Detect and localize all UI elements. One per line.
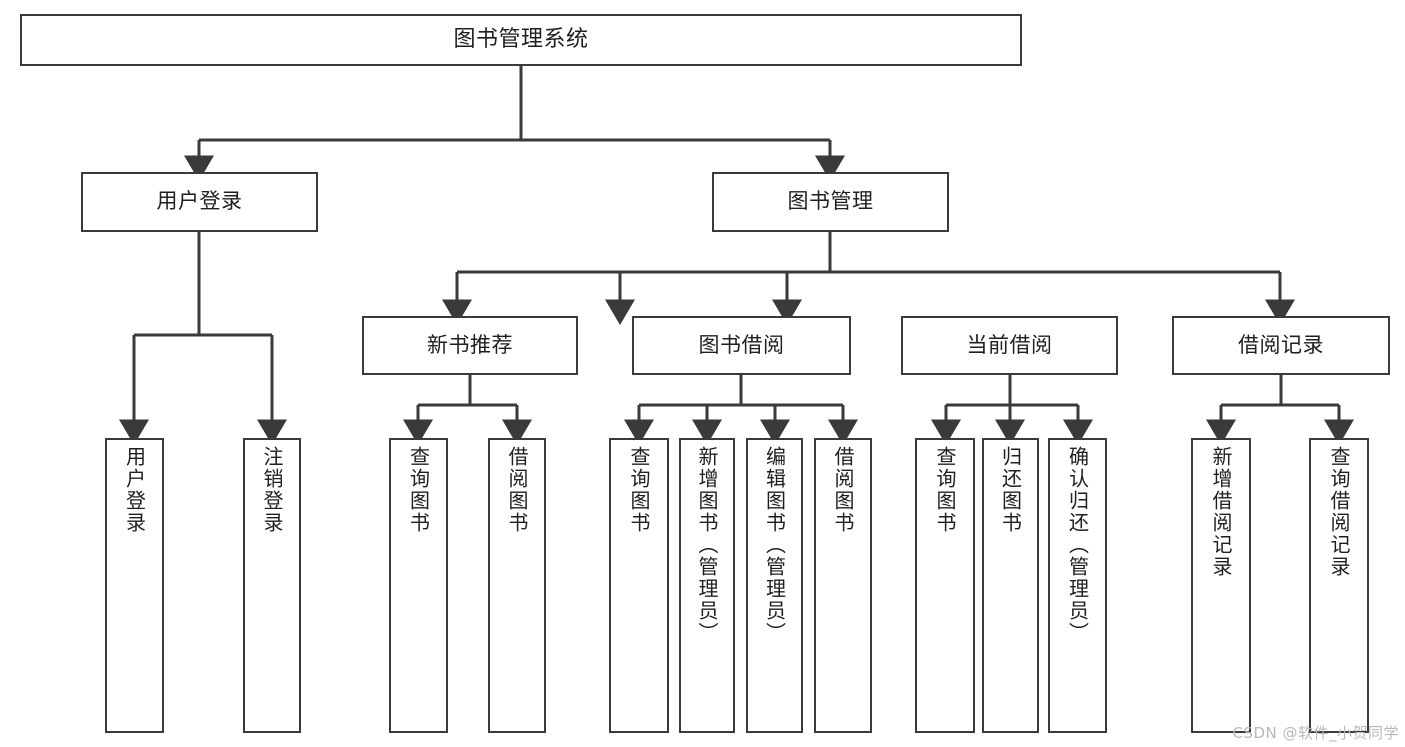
node-label: 用户登录 [122, 446, 147, 534]
leaf-add-book-admin[interactable]: 新增图书（管理员） [679, 438, 735, 733]
node-label: 新增借阅记录 [1209, 446, 1233, 578]
node-label: 新书推荐 [427, 332, 513, 357]
leaf-return-book[interactable]: 归还图书 [982, 438, 1039, 733]
node-label: 编辑图书（管理员） [762, 446, 787, 644]
leaf-confirm-return-admin[interactable]: 确认归还（管理员） [1048, 438, 1107, 733]
node-user-login[interactable]: 用户登录 [81, 172, 318, 232]
node-label: 查询图书 [933, 446, 957, 534]
leaf-query-book-current[interactable]: 查询图书 [915, 438, 975, 733]
node-book-borrow[interactable]: 图书借阅 [632, 316, 851, 375]
node-label: 图书管理系统 [453, 26, 589, 52]
leaf-query-book-borrow[interactable]: 查询图书 [609, 438, 669, 733]
watermark-text: CSDN @软件_小贺同学 [1232, 724, 1399, 742]
node-label: 图书借阅 [698, 332, 785, 357]
node-label: 用户登录 [156, 189, 243, 214]
node-borrow-records[interactable]: 借阅记录 [1172, 316, 1390, 375]
node-label: 查询图书 [627, 446, 651, 534]
node-current-borrow[interactable]: 当前借阅 [901, 316, 1118, 375]
leaf-edit-book-admin[interactable]: 编辑图书（管理员） [746, 438, 803, 733]
node-label: 归还图书 [998, 446, 1023, 534]
node-new-book-recommend[interactable]: 新书推荐 [362, 316, 578, 375]
node-label: 借阅记录 [1238, 332, 1324, 357]
leaf-user-login[interactable]: 用户登录 [105, 438, 164, 733]
leaf-query-book-recommend[interactable]: 查询图书 [389, 438, 448, 733]
node-book-management[interactable]: 图书管理 [712, 172, 949, 232]
node-label: 注销登录 [260, 446, 284, 534]
leaf-borrow-book[interactable]: 借阅图书 [814, 438, 872, 733]
leaf-add-borrow-record[interactable]: 新增借阅记录 [1191, 438, 1251, 733]
node-label: 查询借阅记录 [1327, 446, 1351, 578]
node-label: 借阅图书 [505, 446, 529, 534]
leaf-borrow-book-recommend[interactable]: 借阅图书 [488, 438, 546, 733]
node-label: 借阅图书 [831, 446, 855, 534]
node-label: 图书管理 [787, 189, 874, 214]
leaf-logout-login[interactable]: 注销登录 [243, 438, 301, 733]
leaf-query-borrow-record[interactable]: 查询借阅记录 [1309, 438, 1369, 733]
node-label: 当前借阅 [966, 332, 1053, 357]
node-label: 查询图书 [406, 446, 431, 534]
node-label: 确认归还（管理员） [1065, 446, 1090, 644]
node-root-system[interactable]: 图书管理系统 [20, 14, 1022, 66]
node-label: 新增图书（管理员） [695, 446, 719, 644]
